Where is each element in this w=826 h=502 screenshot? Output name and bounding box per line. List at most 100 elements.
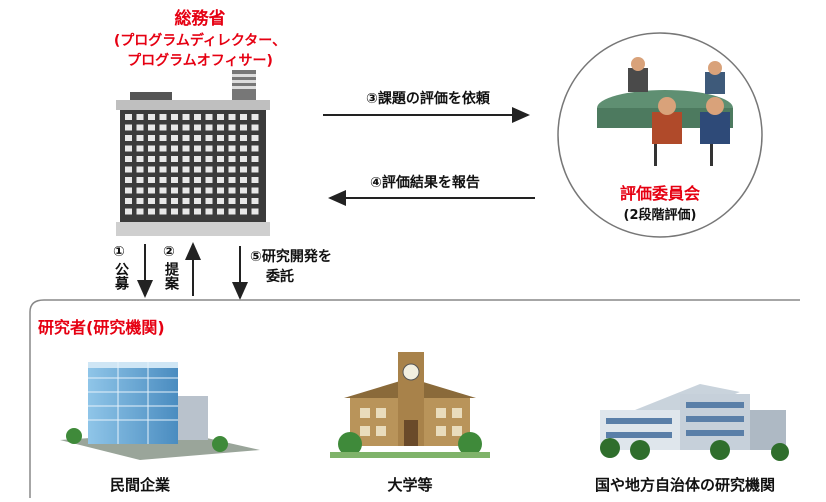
building-window bbox=[136, 166, 144, 173]
building-window bbox=[125, 156, 132, 162]
researcher-label-institute: 国や地方自治体の研究機関 bbox=[594, 476, 775, 494]
building-window bbox=[182, 145, 190, 152]
building-window bbox=[136, 156, 144, 162]
building-window bbox=[251, 135, 259, 141]
committee-meeting-icon bbox=[557, 32, 763, 238]
building-window bbox=[217, 135, 224, 141]
building-window bbox=[228, 156, 236, 162]
building-window bbox=[240, 145, 247, 152]
building-window bbox=[148, 145, 155, 152]
building-window bbox=[240, 177, 247, 183]
building-window bbox=[125, 145, 132, 152]
building-window bbox=[228, 135, 236, 141]
building-window bbox=[228, 177, 236, 183]
building-window bbox=[159, 156, 167, 162]
building-window bbox=[136, 198, 144, 204]
building-window bbox=[159, 124, 167, 131]
committee-subtitle: (2段階評価) bbox=[623, 208, 697, 223]
building-window bbox=[148, 187, 155, 194]
step2-number: ② bbox=[163, 244, 175, 260]
building-window bbox=[171, 124, 178, 131]
building-window bbox=[240, 166, 247, 173]
building-window bbox=[228, 114, 236, 120]
building-window bbox=[194, 198, 201, 204]
building-window bbox=[240, 208, 247, 215]
building-window bbox=[251, 156, 259, 162]
building-window bbox=[159, 177, 167, 183]
building-window bbox=[125, 208, 132, 215]
building-window bbox=[194, 166, 201, 173]
building-window bbox=[194, 114, 201, 120]
building-window bbox=[205, 198, 213, 204]
office-building-icon bbox=[60, 362, 260, 460]
building-window bbox=[159, 166, 167, 173]
building-window bbox=[251, 114, 259, 120]
building-window bbox=[240, 187, 247, 194]
building-window bbox=[136, 187, 144, 194]
building-window bbox=[228, 187, 236, 194]
building-window bbox=[182, 124, 190, 131]
building-window bbox=[205, 177, 213, 183]
step5-label-1: ⑤研究開発を bbox=[250, 249, 332, 265]
building-window bbox=[251, 187, 259, 194]
building-window bbox=[194, 187, 201, 194]
building-window bbox=[240, 135, 247, 141]
building-window bbox=[194, 124, 201, 131]
building-window bbox=[228, 124, 236, 131]
building-window bbox=[125, 114, 132, 120]
building-window bbox=[171, 135, 178, 141]
building-window bbox=[251, 198, 259, 204]
step5-label-2: 委託 bbox=[266, 269, 294, 285]
building-window bbox=[205, 135, 213, 141]
building-window bbox=[159, 135, 167, 141]
building-window bbox=[217, 177, 224, 183]
ministry-subtitle-2: プログラムオフィサー) bbox=[127, 53, 273, 69]
building-window bbox=[125, 177, 132, 183]
ministry-subtitle-1: (プログラムディレクター、 bbox=[113, 33, 287, 49]
building-window bbox=[171, 156, 178, 162]
building-window bbox=[251, 145, 259, 152]
building-window bbox=[251, 124, 259, 131]
building-window bbox=[251, 166, 259, 173]
building-window bbox=[205, 187, 213, 194]
building-window bbox=[148, 198, 155, 204]
building-window bbox=[182, 135, 190, 141]
building-window bbox=[217, 145, 224, 152]
building-window bbox=[205, 114, 213, 120]
building-window bbox=[194, 208, 201, 215]
building-window bbox=[171, 114, 178, 120]
researcher-label-company: 民間企業 bbox=[109, 476, 170, 494]
building-window bbox=[182, 114, 190, 120]
building-window bbox=[171, 187, 178, 194]
building-window bbox=[159, 208, 167, 215]
building-window bbox=[228, 166, 236, 173]
building-window bbox=[159, 198, 167, 204]
building-window bbox=[125, 187, 132, 194]
ministry-title: 総務省 bbox=[174, 9, 226, 29]
building-window bbox=[148, 135, 155, 141]
building-window bbox=[136, 177, 144, 183]
building-window bbox=[205, 145, 213, 152]
building-window bbox=[217, 198, 224, 204]
building-window bbox=[217, 166, 224, 173]
building-window bbox=[182, 166, 190, 173]
building-window bbox=[194, 145, 201, 152]
building-window bbox=[125, 198, 132, 204]
building-window bbox=[125, 135, 132, 141]
building-window bbox=[148, 177, 155, 183]
building-window bbox=[205, 208, 213, 215]
building-window bbox=[205, 124, 213, 131]
building-window bbox=[148, 156, 155, 162]
building-window bbox=[205, 156, 213, 162]
building-window bbox=[171, 198, 178, 204]
ministry-building-icon bbox=[116, 70, 270, 236]
building-window bbox=[251, 208, 259, 215]
building-window bbox=[217, 187, 224, 194]
researcher-label-university: 大学等 bbox=[387, 476, 433, 494]
building-window bbox=[251, 177, 259, 183]
building-window bbox=[159, 114, 167, 120]
building-window bbox=[148, 166, 155, 173]
building-window bbox=[136, 145, 144, 152]
building-window bbox=[125, 166, 132, 173]
